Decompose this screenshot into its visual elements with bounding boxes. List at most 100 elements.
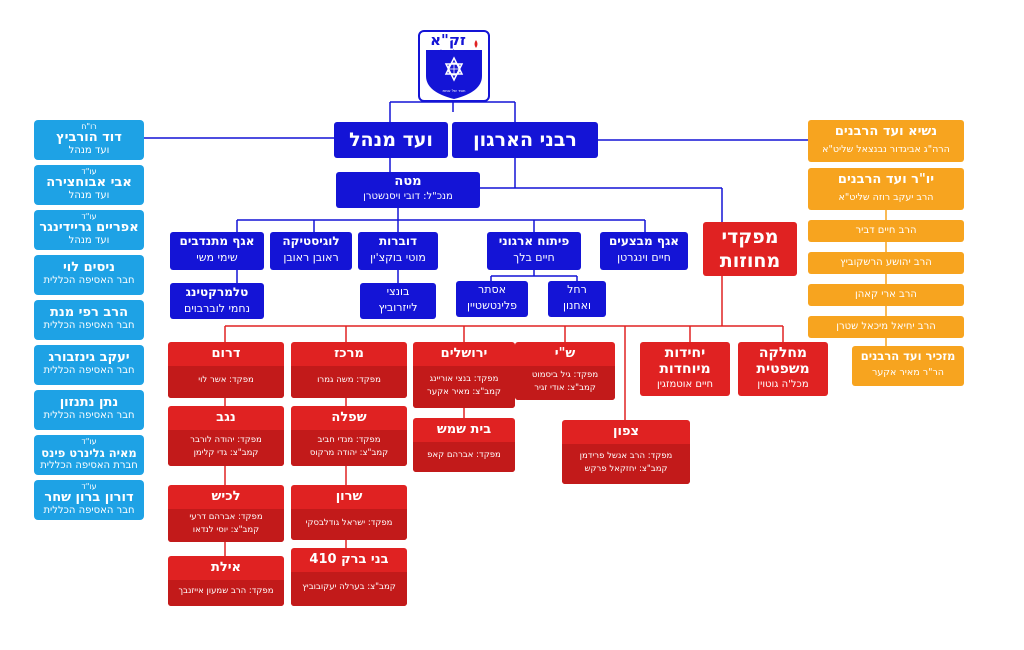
district-details: קמב"צ: בערלה יעקובוביץ: [291, 572, 407, 606]
district-title: אילת: [210, 560, 242, 575]
zaka-logo: זק"א איתור חילוץ והצלה חסד של אמת: [418, 30, 490, 102]
board-member-role: חבר האסיפה הכללית: [43, 410, 135, 421]
board-member: ניסים לוי חבר האסיפה הכללית: [34, 255, 144, 295]
board-member-role: ועד מנהל: [68, 145, 110, 156]
district-commander: מפקד: הרב שמעון אייזנבך: [178, 586, 274, 596]
district-details: מפקד: אברהם דרעי קמב"צ: יוסי לנדאו: [168, 509, 284, 542]
board-member-role: חבר האסיפה הכללית: [43, 505, 135, 516]
unit-sub: חיים אוטמזגין: [656, 379, 714, 390]
dept-volunteers: אגף מתנדבים שימי משי: [170, 232, 264, 270]
district-beitshemesh: בית שמש מפקד: אברהם קאפ: [413, 418, 515, 472]
district-eilat: אילת מפקד: הרב שמעון אייזנבך: [168, 556, 284, 606]
dept-title: דוברות: [378, 234, 418, 248]
rabbinate-title: מזכיר ועד הרבנים: [860, 349, 956, 363]
dept-logistics: לוגיסטיקה ראובן ראובן: [270, 232, 352, 270]
district-commander: מפקד: אברהם קאפ: [427, 450, 501, 460]
board-member-name: דורון ברון שחר: [44, 490, 134, 505]
board-member: עו"ד מאיה גלינרט פינס חברת האסיפה הכללית: [34, 435, 144, 475]
district-bneibrak: בני ברק 410 קמב"צ: בערלה יעקובוביץ: [291, 548, 407, 606]
board-member-prefix: עו"ד: [81, 482, 97, 491]
board-member-role: ועד מנהל: [68, 235, 110, 246]
commanders-box: מפקדי מחוזות: [703, 222, 797, 276]
board-member: עו"ד אבי אבוחצירה ועד מנהל: [34, 165, 144, 205]
district-commander: מפקד: אברהם דרעי: [189, 512, 263, 522]
unit-title2: משפטית: [756, 361, 810, 377]
district-south: דרום מפקד: אשר לוי: [168, 342, 284, 398]
board-member: רו"ח דוד הורביץ ועד מנהל: [34, 120, 144, 160]
board-member-name: דוד הורביץ: [56, 130, 122, 145]
district-title: צפון: [613, 424, 639, 439]
board-member-name: יעקב גינזבורג: [48, 350, 130, 365]
dept-title: טלמרקטינג: [185, 285, 249, 299]
staff-title: מטה: [394, 174, 422, 189]
rabbinate-member-name: הרב חיים דביר: [855, 225, 917, 236]
district-shai: ש"י מפקד: גיל ביסמוט קמב"צ: אודי זגיר: [515, 342, 615, 400]
board-member: הרב רפי מנת חבר האסיפה הכללית: [34, 300, 144, 340]
rabbinate-member: הרב יהושע הרשקוביץ: [808, 252, 964, 274]
logo-name: זק"א: [430, 31, 466, 49]
district-title: ש"י: [554, 346, 576, 361]
dept-title: לוגיסטיקה: [282, 234, 340, 248]
rabbinate-sub: הרב יעקב רוזה שליט"א: [838, 192, 934, 203]
rabbinate-chair: יו"ר ועד הרבנים הרב יעקב רוזה שליט"א: [808, 168, 964, 210]
dept-bunzi: בונצי לייזרוביץ: [360, 283, 436, 319]
district-ops: קמב"צ: גדי קלימן: [193, 448, 259, 458]
district-details: מפקד: משה גמרו: [291, 366, 407, 398]
rabbinate-member: הרב ארי קאהן: [808, 284, 964, 306]
rabbinate-member: הרב יחיאל מיכאל שטרן: [808, 316, 964, 338]
rabbinate-member-name: הרב יחיאל מיכאל שטרן: [836, 321, 936, 332]
unit-special: יחידות מיוחדות חיים אוטמזגין: [640, 342, 730, 396]
district-ops: קמב"צ: יחזקאל פרקש: [584, 464, 668, 474]
rabbinate-member-name: הרב יהושע הרשקוביץ: [840, 257, 932, 268]
district-details: מפקד: בנצי אוריינג קמב"צ: מאיר אקער: [413, 366, 515, 408]
rabbinate-title: יו"ר ועד הרבנים: [837, 172, 935, 187]
district-details: מפקד: הרב שמעון אייזנבך: [168, 580, 284, 606]
board-member-name: הרב רפי מנת: [49, 305, 129, 320]
district-details: מפקד: גיל ביסמוט קמב"צ: אודי זגיר: [515, 366, 615, 400]
dept-sub: חיים וינגרטן: [617, 251, 671, 264]
district-north: צפון מפקד: הרב אנשל פרידמן קמב"צ: יחזקאל…: [562, 420, 690, 484]
board-member: נתן נתנזון חבר האסיפה הכללית: [34, 390, 144, 430]
commanders-title2: מחוזות: [719, 250, 781, 272]
board-title: ועד מנהל: [349, 129, 433, 151]
rabbinate-member-name: הרב ארי קאהן: [855, 289, 917, 300]
dept-sub: פלינטשטיין: [467, 299, 517, 312]
district-commander: קמב"צ: בערלה יעקובוביץ: [302, 582, 396, 592]
board-member: עו"ד אפריים גריידינגר ועד מנהל: [34, 210, 144, 250]
district-title: דרום: [211, 346, 241, 361]
district-ops: קמב"צ: אודי זגיר: [534, 383, 596, 393]
board-member: עו"ד דורון ברון שחר חבר האסיפה הכללית: [34, 480, 144, 520]
rabbis-box: רבני הארגון: [452, 122, 598, 158]
unit-title: יחידות: [664, 345, 706, 361]
board-member-role: ועד מנהל: [68, 190, 110, 201]
dept-title: רחל: [567, 283, 587, 296]
board-member-prefix: עו"ד: [81, 437, 97, 446]
rabbinate-member: הרב חיים דביר: [808, 220, 964, 242]
dept-orgdev: פיתוח ארגוני חיים בלך: [487, 232, 581, 270]
dept-operations: אגף מבצעים חיים וינגרטן: [600, 232, 688, 270]
district-center: מרכז מפקד: משה גמרו: [291, 342, 407, 398]
dept-title: אגף מתנדבים: [179, 234, 255, 248]
district-ops: קמב"צ: יהודה מרקוס: [309, 448, 389, 458]
rabbinate-secretary: מזכיר ועד הרבנים הר"ר מאיר אקער: [852, 346, 964, 386]
dept-title: אסתר: [478, 283, 506, 296]
dept-title: בונצי: [386, 285, 410, 298]
district-details: מפקד: ישראל גודלבסקי: [291, 509, 407, 540]
logo-motto: חסד של אמת: [442, 88, 466, 93]
board-member-role: חבר האסיפה הכללית: [43, 275, 135, 286]
district-title: נגב: [216, 410, 236, 425]
rabbinate-sub: הרה"ג אביגדור נבנצאל שליט"א: [822, 144, 950, 155]
dept-title: פיתוח ארגוני: [498, 234, 570, 248]
district-commander: מפקד: אשר לוי: [198, 375, 254, 385]
district-sharon: שרון מפקד: ישראל גודלבסקי: [291, 485, 407, 540]
board-member-prefix: עו"ד: [81, 212, 97, 221]
rabbinate-president: נשיא ועד הרבנים הרה"ג אביגדור נבנצאל שלי…: [808, 120, 964, 162]
district-details: מפקד: אשר לוי: [168, 366, 284, 398]
board-member: יעקב גינזבורג חבר האסיפה הכללית: [34, 345, 144, 385]
dept-spokesman: דוברות מוטי בוקצ'ין: [358, 232, 438, 270]
district-negev: נגב מפקד: יהודה לורבר קמב"צ: גדי קלימן: [168, 406, 284, 466]
dept-sub: שימי משי: [196, 251, 238, 264]
district-title: שרון: [335, 489, 363, 504]
board-member-name: אפריים גריידינגר: [39, 220, 139, 235]
district-details: מפקד: מנדי חביב קמב"צ: יהודה מרקוס: [291, 430, 407, 466]
